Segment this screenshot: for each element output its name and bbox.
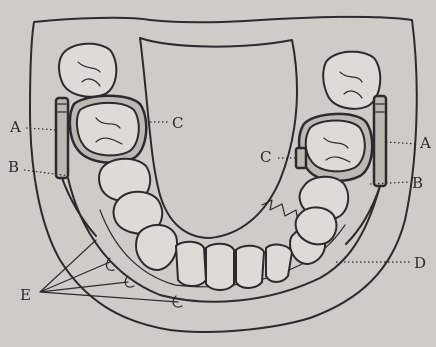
label-c-left: C	[172, 114, 183, 132]
left-molar-back	[59, 44, 116, 97]
central-incisor-right	[236, 246, 264, 288]
right-molar-banded	[299, 114, 372, 181]
leader-a-right	[386, 142, 418, 144]
label-a-right: A	[419, 134, 431, 152]
central-incisor-left	[206, 244, 234, 290]
right-molar-back	[323, 52, 380, 109]
label-b-right: B	[412, 174, 423, 192]
right-clip	[296, 148, 306, 168]
label-d: D	[414, 254, 426, 272]
label-a-left: A	[9, 118, 21, 136]
label-b-left: B	[8, 158, 19, 176]
left-molar-banded	[70, 96, 146, 163]
lateral-incisor-right	[266, 245, 292, 282]
lateral-incisor-left	[176, 242, 206, 286]
right-premolar-2	[296, 207, 337, 244]
label-c-right: C	[260, 148, 271, 166]
label-e: E	[20, 286, 31, 304]
canine-left	[136, 225, 177, 270]
